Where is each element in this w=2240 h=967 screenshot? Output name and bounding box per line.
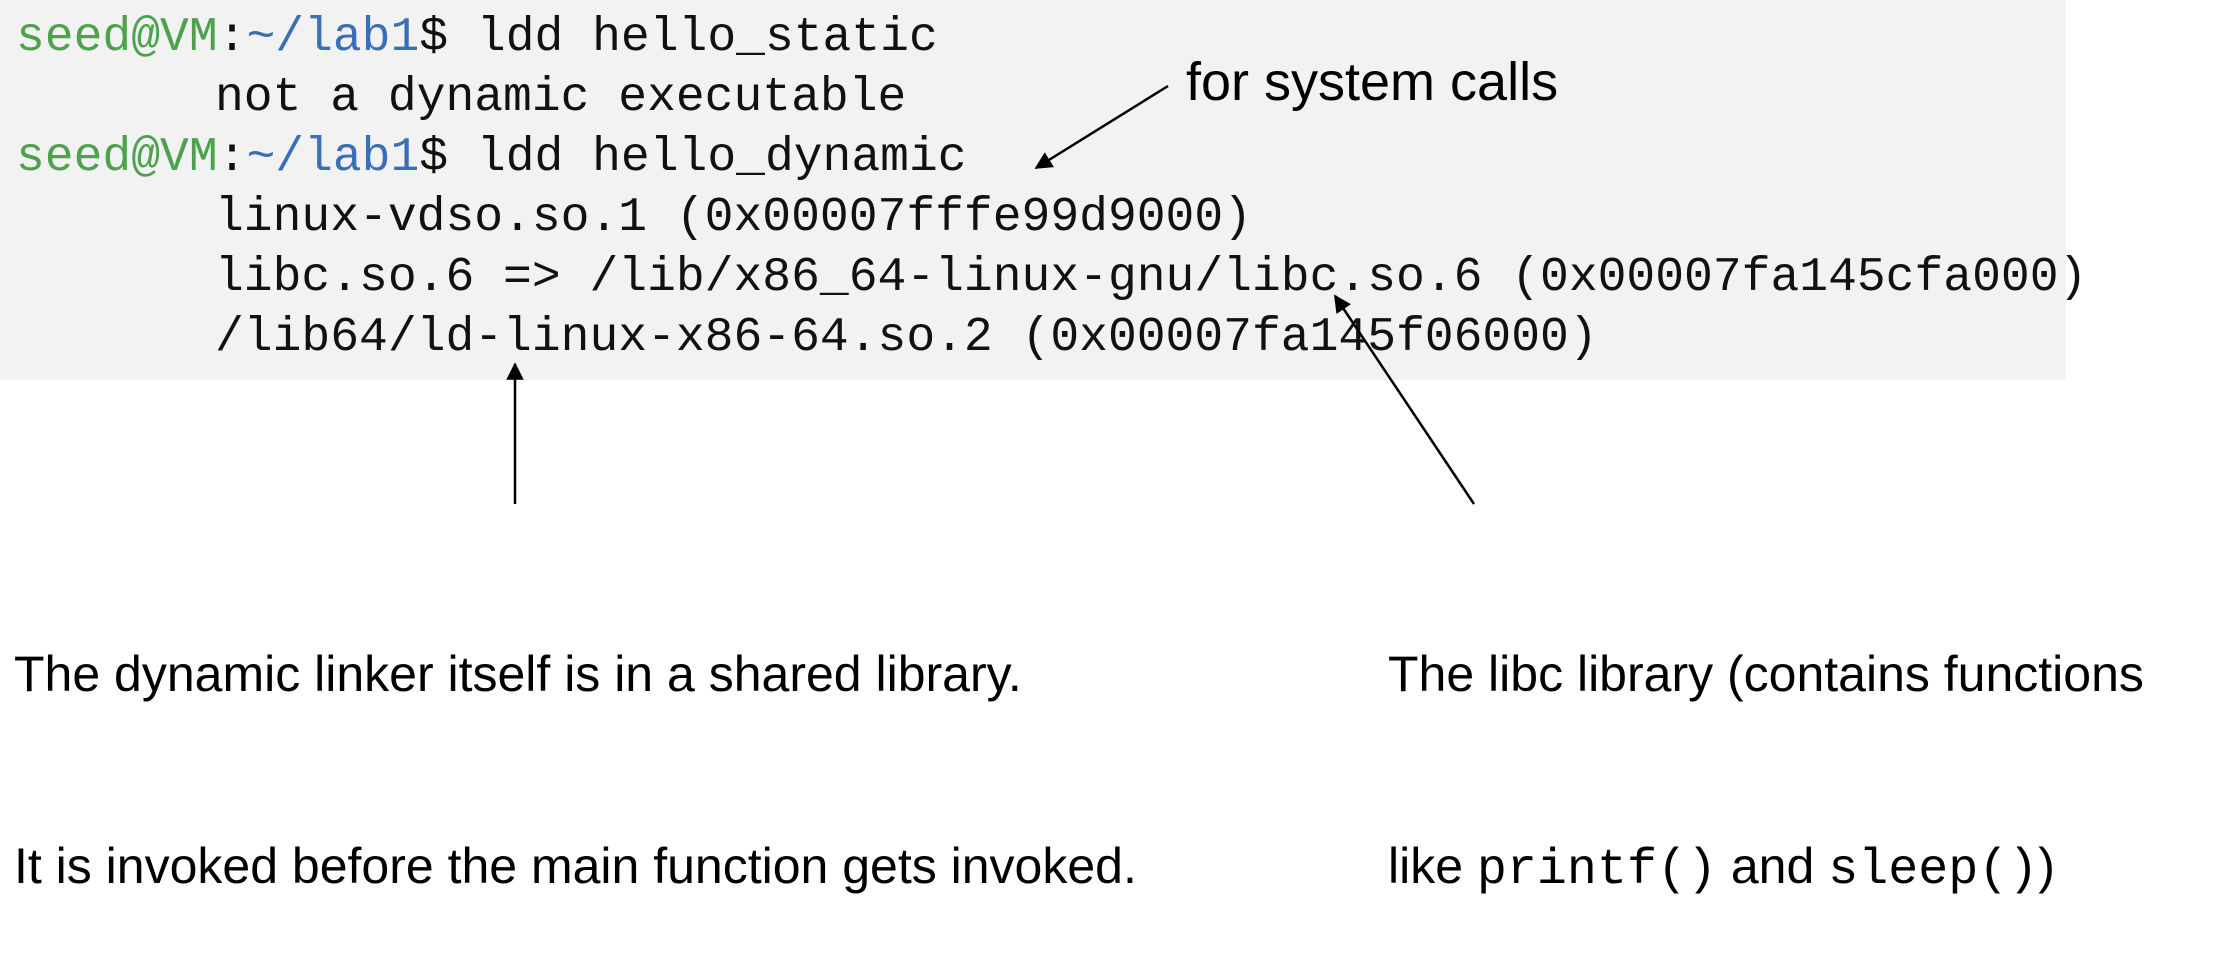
prompt-path: ~/lab1 [246,131,420,185]
linker-annotation-line-2: It is invoked before the main function g… [14,838,1137,894]
syscalls-arrow [1034,84,1169,170]
command-text: ldd hello_static [476,11,938,65]
prompt-user: seed@VM [16,11,218,65]
terminal-output: seed@VM:~/lab1$ ldd hello_static not a d… [0,0,2087,380]
command-text: ldd hello_dynamic [476,131,967,185]
libc-text-pre: like [1388,838,1477,894]
prompt-separator: : [217,11,247,65]
prompt-separator: : [217,131,247,185]
output-line: not a dynamic executable [215,71,907,125]
libc-text-post: ) [2038,838,2055,894]
libc-arrow [1333,294,1476,505]
prompt-symbol: $ [419,131,477,185]
prompt-path: ~/lab1 [246,11,420,65]
prompt-symbol: $ [419,11,477,65]
prompt-line-1: seed@VM:~/lab1$ ldd hello_static [16,8,938,68]
prompt-user: seed@VM [16,131,218,185]
libc-annotation-line-2: like printf() and sleep()) [1388,834,2144,903]
syscalls-annotation: for system calls [1186,52,1559,112]
printf-code: printf() [1476,842,1717,899]
libc-text-mid: and [1716,838,1829,894]
annotation-arrows [506,84,1476,505]
output-line-ld-linux: /lib64/ld-linux-x86-64.so.2 (0x00007fa14… [215,311,1598,365]
sleep-code: sleep() [1828,842,2039,899]
prompt-line-2: seed@VM:~/lab1$ ldd hello_dynamic [16,128,967,188]
output-line-libc: libc.so.6 => /lib/x86_64-linux-gnu/libc.… [215,251,2088,305]
output-line-vdso: linux-vdso.so.1 (0x00007fffe99d9000) [215,191,1252,245]
